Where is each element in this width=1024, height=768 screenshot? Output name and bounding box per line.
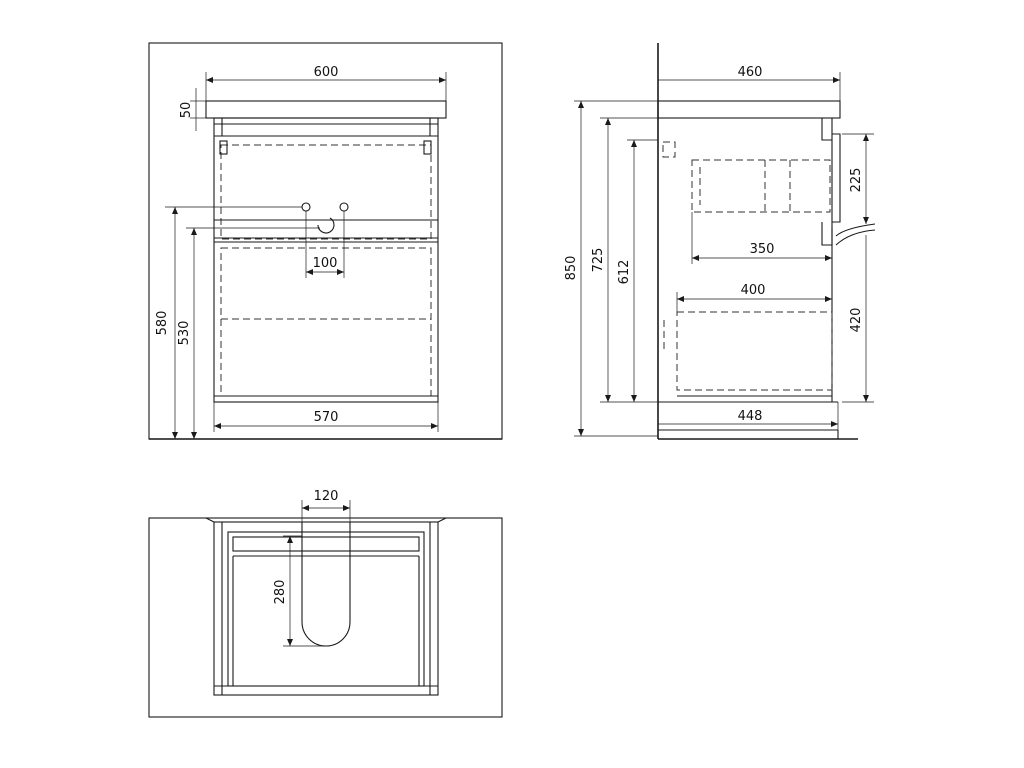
dim-total-height: 850 <box>564 256 579 281</box>
dim-top-depth: 460 <box>738 65 763 80</box>
countertop-side <box>657 100 841 119</box>
upper-drawer-side <box>691 159 831 213</box>
dim-bottom-width: 570 <box>314 410 339 425</box>
cabinet-body <box>213 117 439 403</box>
plan-wall-outline <box>148 517 503 718</box>
siphon-pipe <box>835 223 876 246</box>
dim-upper-offset: 225 <box>849 168 864 193</box>
front-view: 600 50 580 530 100 570 <box>148 42 503 440</box>
wall-outline <box>148 42 503 440</box>
dim-upper-drawer-depth: 350 <box>750 242 775 257</box>
dim-lower-height: 420 <box>849 308 864 333</box>
water-inlet-left <box>301 202 311 212</box>
dim-inner-height: 612 <box>617 260 632 285</box>
dim-cutout-depth: 280 <box>273 580 288 605</box>
dim-bottom-depth: 448 <box>738 409 763 424</box>
dim-cutout-width: 120 <box>314 489 339 504</box>
countertop <box>205 100 447 119</box>
lower-drawer-side <box>676 311 833 391</box>
plan-view: 120 280 <box>148 489 503 718</box>
side-view: 460 850 725 612 225 350 400 420 448 <box>564 43 876 440</box>
siphon-cutout <box>301 522 351 647</box>
dim-top-width: 600 <box>314 65 339 80</box>
dim-top-thickness: 50 <box>179 102 194 119</box>
upper-drawer-hidden <box>220 144 432 240</box>
hinge-left <box>219 140 228 155</box>
dim-lower-pipe-height: 530 <box>177 321 192 346</box>
drain-pipe-symbol <box>317 217 335 234</box>
dim-upper-pipe-height: 580 <box>155 311 170 336</box>
hinge-right <box>423 140 432 155</box>
dim-lower-drawer-depth: 400 <box>741 283 766 298</box>
plan-cabinet <box>213 521 439 696</box>
dim-body-height: 725 <box>591 248 606 273</box>
dim-drain-spacing: 100 <box>313 256 338 271</box>
water-inlet-right <box>339 202 349 212</box>
plan-drawer <box>227 531 425 687</box>
